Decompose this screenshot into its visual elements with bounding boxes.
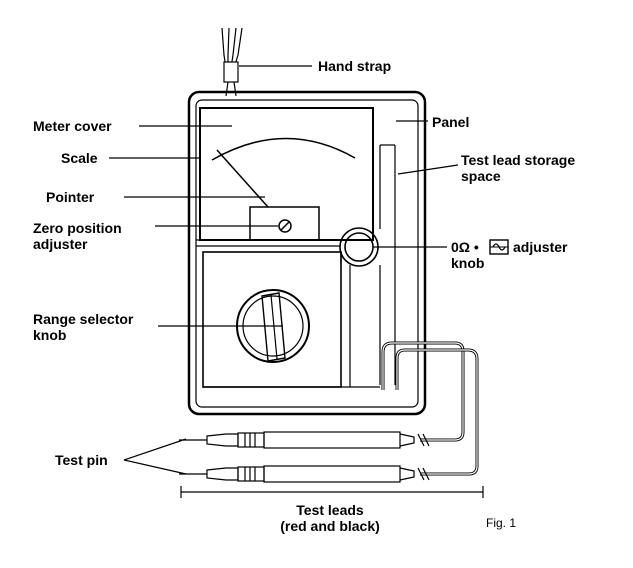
pointer-needle [216,149,269,208]
test-lead-storage-space [379,144,396,385]
label-test-leads-line2: (red and black) [280,518,380,534]
meter-body [187,90,427,416]
leader-lines [109,65,459,475]
label-zero-position-line2: adjuster [33,236,88,252]
hand-strap [221,27,243,97]
label-ohm-adjuster-line2: knob [451,255,484,271]
label-zero-position-line1: Zero position [33,220,122,236]
ohm-adjuster-knob [339,227,379,267]
label-hand-strap: Hand strap [318,58,391,74]
test-lead-cables [381,341,479,476]
label-ohm-adjuster-prefix: 0Ω • [451,239,479,255]
boxed-sine-wave-icon [489,239,509,255]
label-range-selector-line2: knob [33,327,66,343]
test-lead-probe-lower [179,465,430,483]
figure-caption: Fig. 1 [486,516,516,530]
label-test-lead-storage-line1: Test lead storage [461,152,575,168]
label-test-lead-storage-line2: space [461,168,501,184]
label-ohm-adjuster-suffix: adjuster [513,239,568,255]
scale-arc [211,137,356,161]
zero-position-adjuster [249,206,320,241]
label-scale: Scale [61,150,98,166]
lower-panel [202,251,380,388]
test-leads-bracket [180,486,484,498]
label-test-leads-line1: Test leads [296,502,364,518]
label-pointer: Pointer [46,189,95,205]
label-panel: Panel [432,114,469,130]
label-meter-cover: Meter cover [33,118,112,134]
test-lead-probe-upper [179,431,430,449]
label-range-selector-line1: Range selector [33,311,134,327]
label-test-pin: Test pin [55,452,108,468]
